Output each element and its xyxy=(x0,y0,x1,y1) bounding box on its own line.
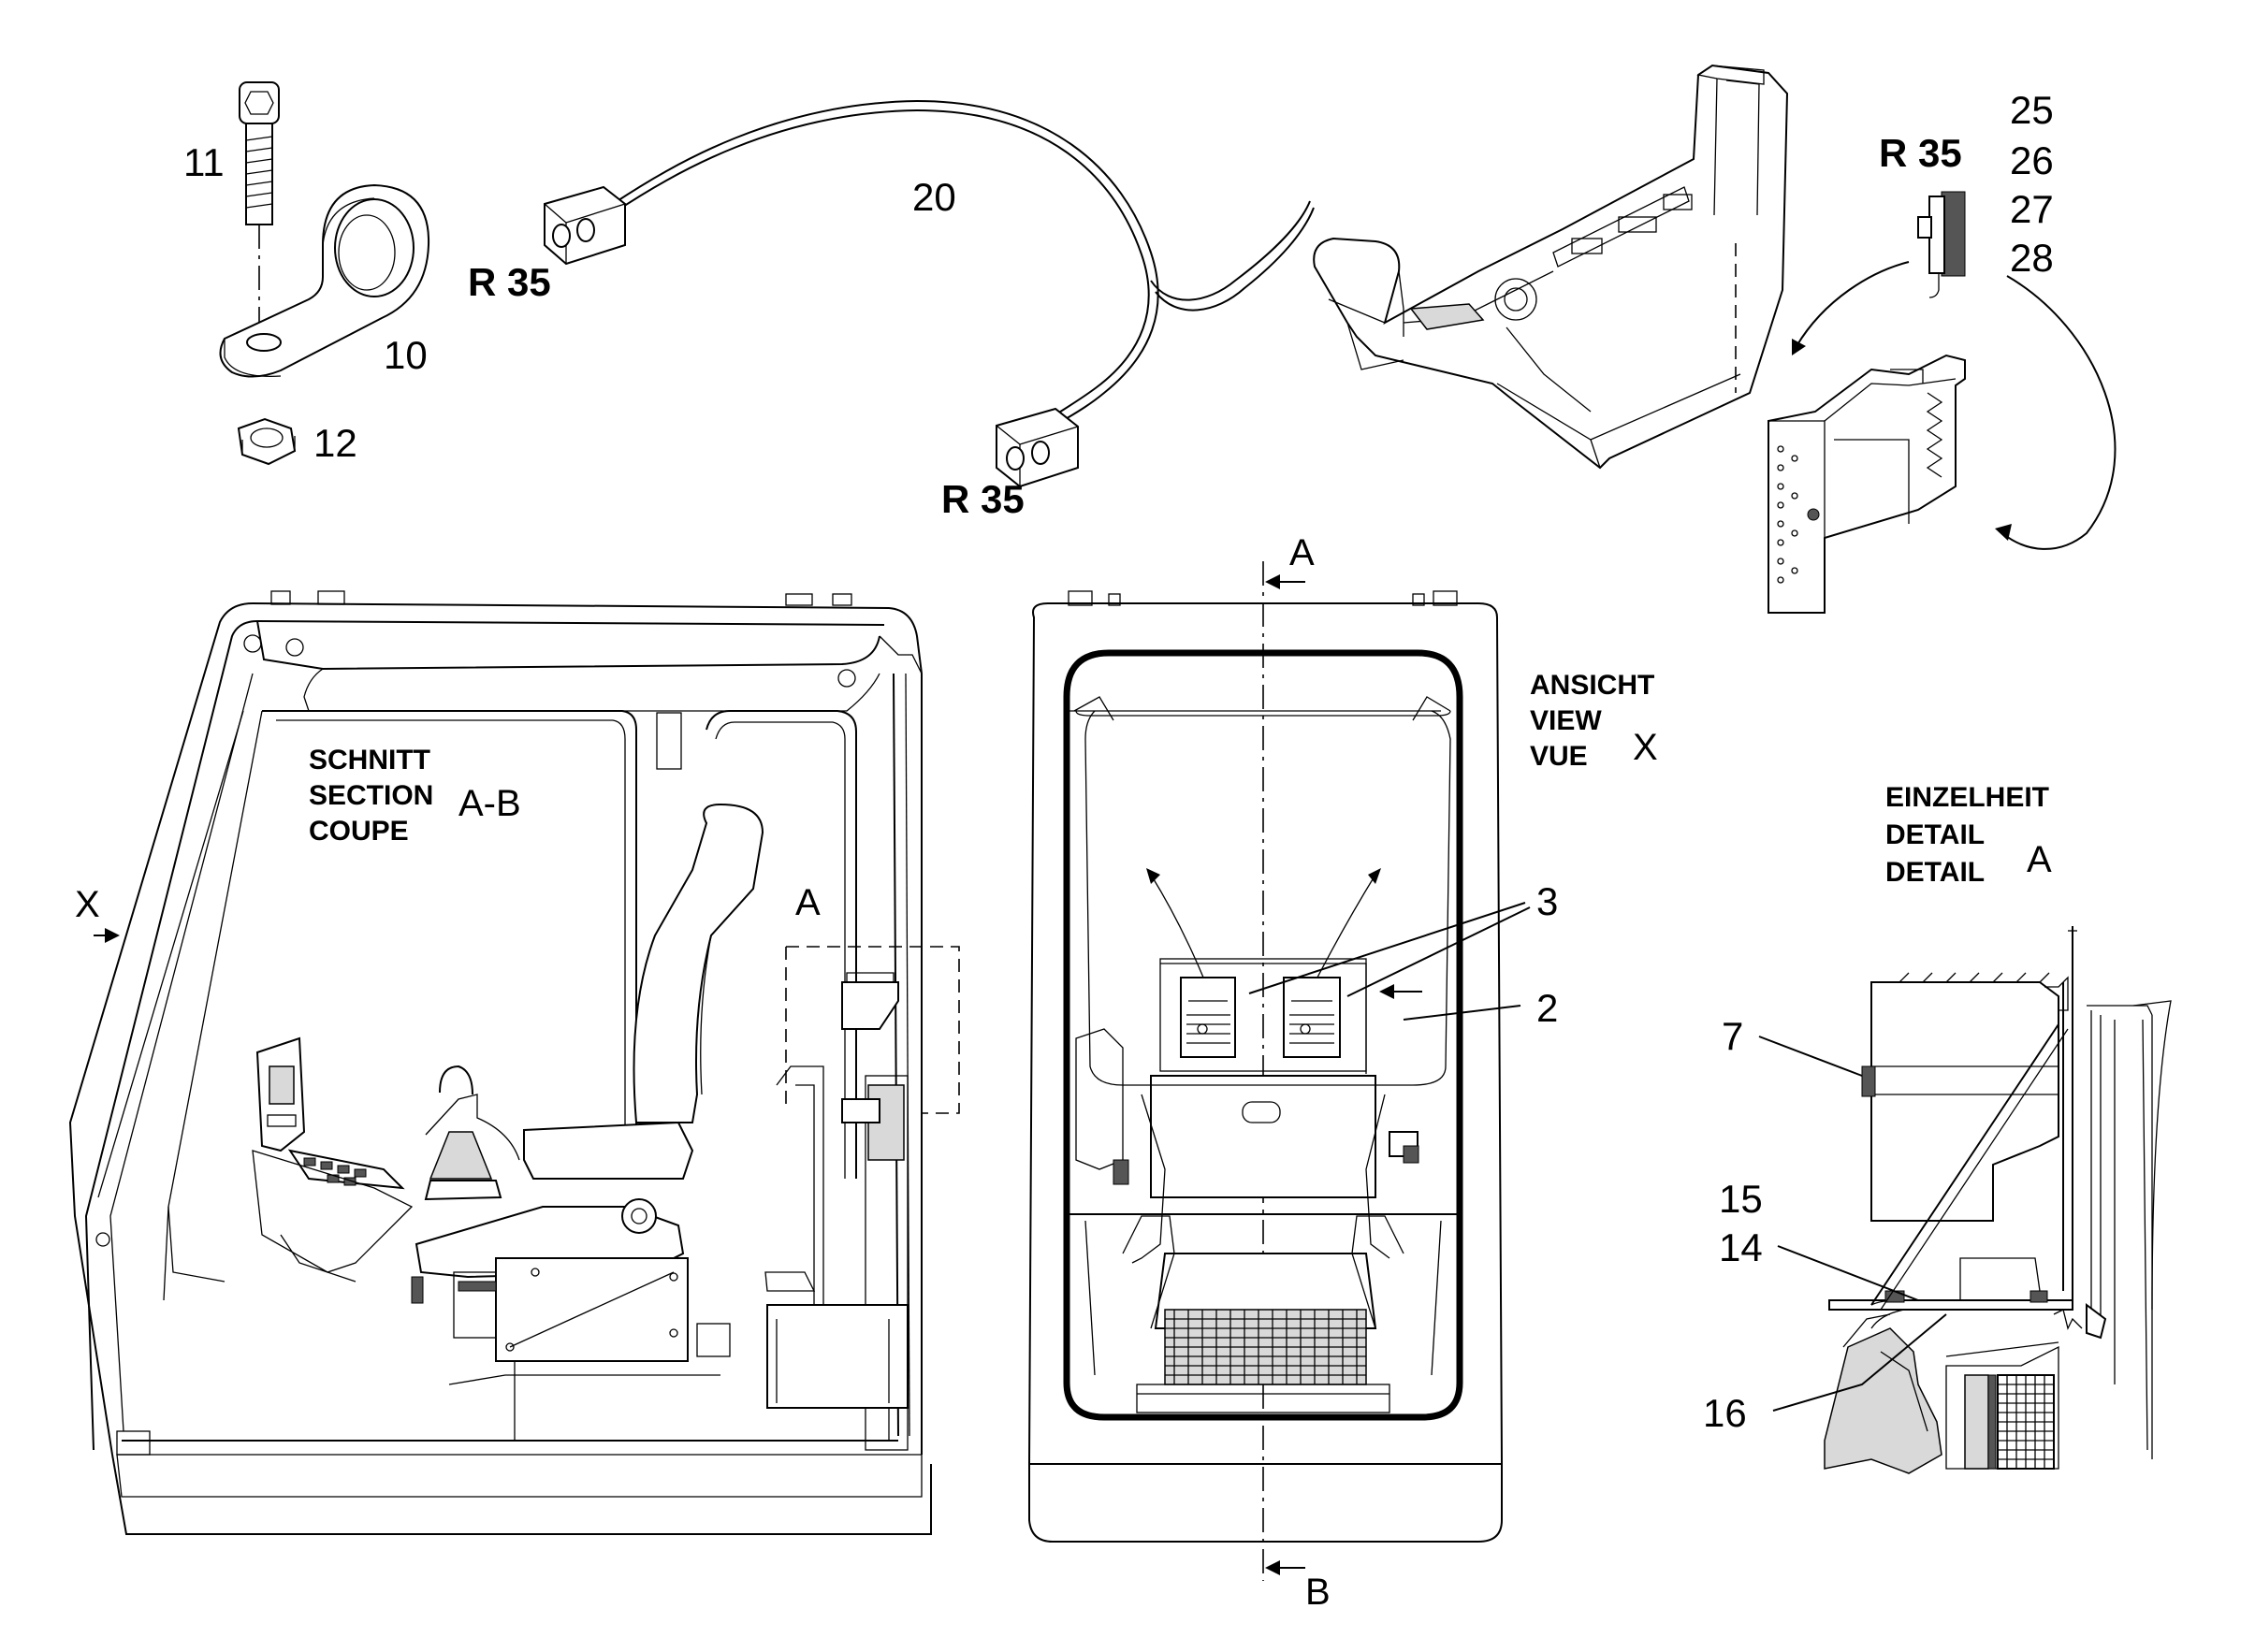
part-label-2: 2 xyxy=(1536,986,1558,1030)
mount-bracket-drawing xyxy=(1768,354,1966,614)
cable-harness-20 xyxy=(544,99,1315,488)
part-label-28: 28 xyxy=(2010,236,2054,280)
bolt-11-drawing xyxy=(239,81,280,337)
part-label-14: 14 xyxy=(1719,1225,1763,1269)
detail-title-detail-en: DETAIL xyxy=(1885,819,1985,850)
view-x-drawing xyxy=(1027,561,1504,1581)
console-drawing xyxy=(1313,64,1789,470)
detail-title-detail-fr: DETAIL xyxy=(1885,857,1985,888)
part-label-15: 15 xyxy=(1719,1177,1763,1221)
view-arrow-label-x: X xyxy=(75,884,100,925)
part-label-10: 10 xyxy=(384,333,428,377)
part-label-25: 25 xyxy=(2010,88,2054,132)
leader-lines xyxy=(94,902,1947,1412)
connector-label-r35-left: R 35 xyxy=(468,260,551,304)
assembly-arrows xyxy=(1792,261,2117,550)
clamp-assembly xyxy=(219,81,430,466)
part-label-27: 27 xyxy=(2010,187,2054,231)
part-label-11: 11 xyxy=(183,140,225,184)
view-title-vue: VUE xyxy=(1530,741,1588,772)
nut-12-drawing xyxy=(237,417,297,466)
connector-label-r35-right: R 35 xyxy=(1879,131,1962,175)
view-id: X xyxy=(1633,727,1658,768)
part-label-3: 3 xyxy=(1536,879,1558,923)
detail-marker-a: A xyxy=(795,882,821,923)
detail-id: A xyxy=(2027,839,2052,880)
part-label-16: 16 xyxy=(1703,1391,1747,1435)
detail-title-einzelheit: EINZELHEIT xyxy=(1885,782,2049,813)
section-title-section: SECTION xyxy=(309,780,433,811)
bracket-25-28-drawing xyxy=(1917,191,1966,298)
clamp-10-drawing xyxy=(219,183,430,378)
section-title-coupe: COUPE xyxy=(309,816,409,847)
view-title-view: VIEW xyxy=(1530,705,1602,736)
connector-r35-left-drawing xyxy=(544,185,626,266)
part-label-12: 12 xyxy=(313,421,357,465)
connector-r35-bottom-drawing xyxy=(996,407,1079,488)
part-label-20: 20 xyxy=(912,175,956,219)
labels: 11 10 12 20 R 35 R 35 R 35 25 26 27 28 S… xyxy=(75,88,2054,1613)
section-title-schnitt: SCHNITT xyxy=(309,745,430,775)
part-label-26: 26 xyxy=(2010,138,2054,182)
detail-a-drawing xyxy=(1824,926,2172,1474)
view-title-ansicht: ANSICHT xyxy=(1530,670,1654,701)
section-marker-a: A xyxy=(1289,532,1315,573)
section-marker-b: B xyxy=(1305,1572,1331,1613)
section-ab-drawing xyxy=(68,590,960,1535)
section-id: A-B xyxy=(458,783,521,824)
part-label-7: 7 xyxy=(1722,1014,1743,1058)
connector-label-r35-bottom: R 35 xyxy=(941,477,1025,521)
